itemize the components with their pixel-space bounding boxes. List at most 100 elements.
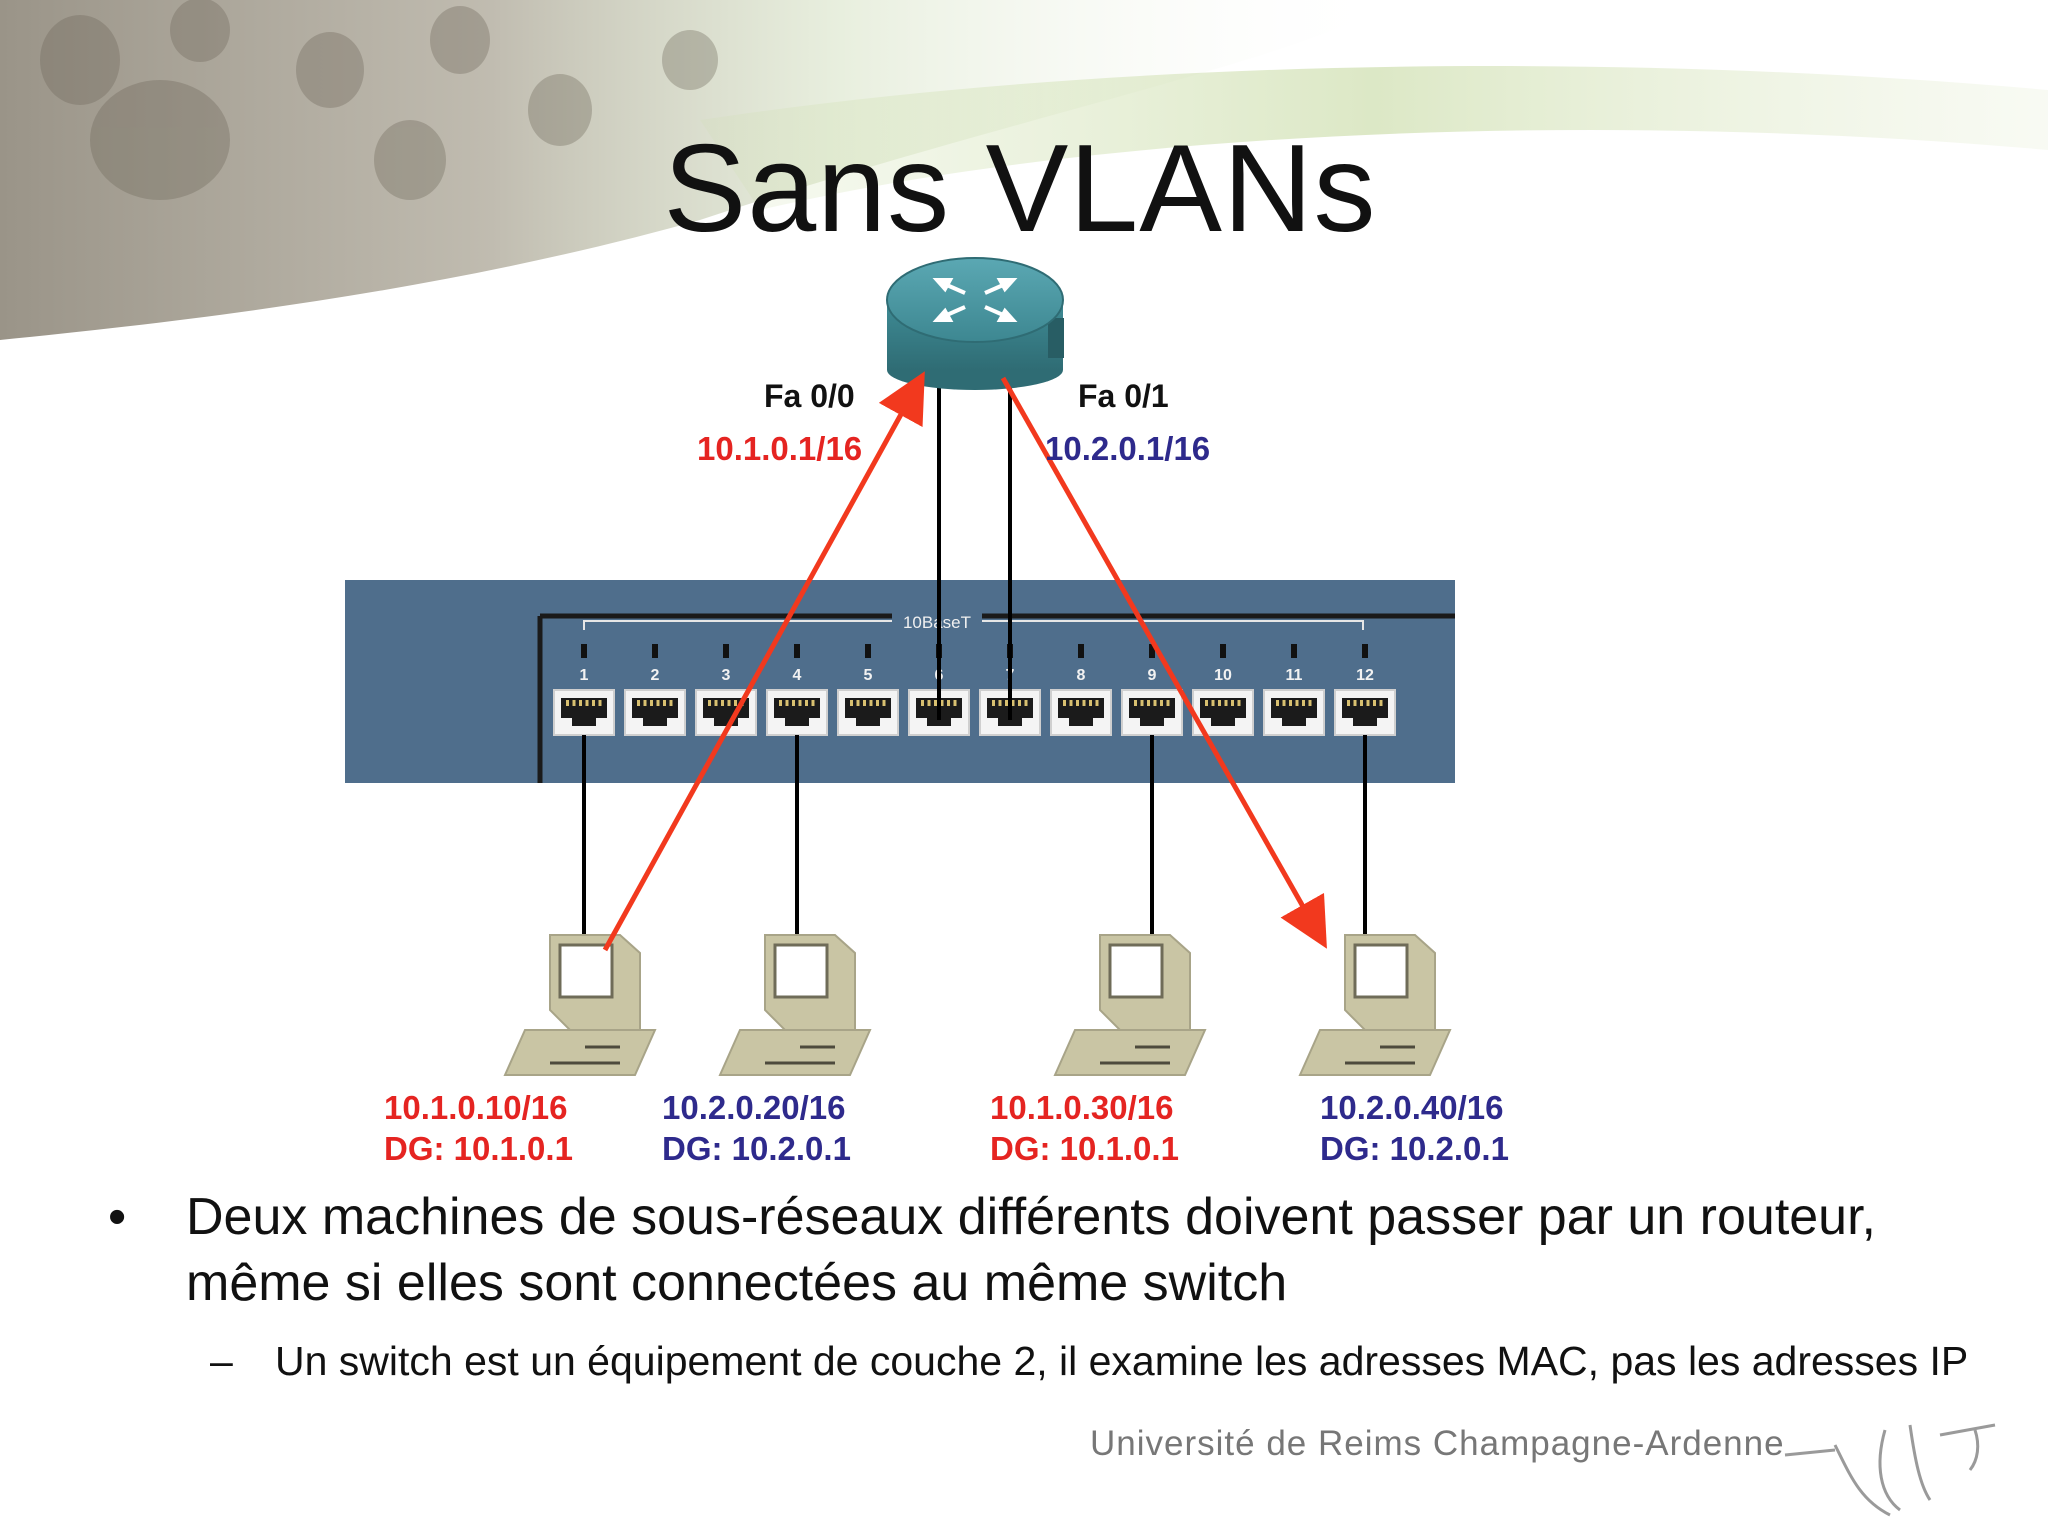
port-pin — [1005, 700, 1008, 706]
switch-port-9[interactable]: 9 — [1121, 644, 1183, 736]
router-top — [886, 257, 1064, 343]
university-logo — [1784, 1423, 1996, 1517]
port-pin — [1289, 700, 1292, 706]
sub-bullet-marker: – — [210, 1338, 233, 1384]
port-pin — [650, 700, 653, 706]
port-number: 8 — [1077, 667, 1086, 684]
port-pin — [876, 700, 879, 706]
port-pin — [637, 700, 640, 706]
router-port-fa01-name: Fa 0/1 — [1078, 378, 1169, 414]
port-pin — [643, 700, 647, 706]
host-3-gateway: DG: 10.1.0.1 — [990, 1130, 1179, 1167]
port-pin — [572, 700, 576, 706]
router-port-fa01-ip: 10.2.0.1/16 — [1045, 430, 1211, 467]
port-pin — [811, 700, 815, 706]
port-led — [1362, 644, 1368, 658]
port-led — [723, 644, 729, 658]
switch-port-4[interactable]: 4 — [766, 644, 828, 736]
port-pin — [1276, 700, 1279, 706]
port-pin — [656, 700, 660, 706]
bullet-text: Deux machines de sous-réseaux différents… — [186, 1188, 1876, 1312]
port-pin — [566, 700, 569, 706]
port-pin — [1089, 700, 1092, 706]
host-2-gateway: DG: 10.2.0.1 — [662, 1130, 851, 1167]
header-photo-background — [0, 0, 2048, 340]
port-number: 3 — [722, 667, 731, 684]
port-led — [581, 644, 587, 658]
port-pin — [1373, 700, 1376, 706]
port-pin — [1302, 700, 1305, 706]
port-number: 10 — [1214, 667, 1232, 684]
port-pin — [869, 700, 873, 706]
port-number: 11 — [1286, 667, 1303, 684]
port-pin — [882, 700, 886, 706]
host-1-computer-icon[interactable] — [503, 934, 657, 1076]
router[interactable] — [886, 257, 1064, 390]
port-pin — [1379, 700, 1383, 706]
host-3-label: 10.1.0.30/16 DG: 10.1.0.1 — [990, 1087, 1179, 1169]
routing-path — [602, 371, 1327, 952]
port-led — [794, 644, 800, 658]
pc-base — [503, 1029, 657, 1076]
host-4-ip: 10.2.0.40/16 — [1320, 1089, 1504, 1126]
pc-base — [718, 1029, 872, 1076]
port-pin — [805, 700, 808, 706]
port-pin — [1018, 700, 1021, 706]
port-pin — [998, 700, 1002, 706]
router-arrows-icon — [932, 278, 1018, 322]
host-4-label: 10.2.0.40/16 DG: 10.2.0.1 — [1320, 1087, 1509, 1169]
bullet-list: • Deux machines de sous-réseaux différen… — [100, 1184, 1980, 1390]
switch-port-12[interactable]: 12 — [1334, 644, 1396, 736]
switch-port-5[interactable]: 5 — [837, 644, 899, 736]
pc-base — [1298, 1029, 1452, 1076]
port-pin — [1295, 700, 1299, 706]
bullet-item: • Deux machines de sous-réseaux différen… — [100, 1184, 1980, 1316]
switch-port-11[interactable]: 11 — [1263, 644, 1325, 736]
host-2-ip: 10.2.0.20/16 — [662, 1089, 846, 1126]
switch-port-1[interactable]: 1 — [553, 644, 615, 736]
university-name: Université de Reims Champagne-Ardenne — [1090, 1424, 1785, 1463]
port-pin — [863, 700, 866, 706]
host-4-computer-icon[interactable] — [1298, 934, 1452, 1076]
port-pin — [1366, 700, 1370, 706]
port-pin — [1211, 700, 1215, 706]
port-number: 9 — [1148, 667, 1157, 684]
host-3-computer-icon[interactable] — [1053, 934, 1207, 1076]
bullet-marker: • — [108, 1188, 127, 1246]
switch-port-2[interactable]: 2 — [624, 644, 686, 736]
port-pin — [779, 700, 782, 706]
port-number: 1 — [580, 667, 589, 684]
port-pin — [1011, 700, 1015, 706]
port-pin — [792, 700, 795, 706]
pc-screen — [558, 943, 614, 999]
port-pin — [708, 700, 711, 706]
port-pin — [1308, 700, 1312, 706]
port-pin — [598, 700, 602, 706]
port-pin — [592, 700, 595, 706]
router-port-fa00-ip: 10.1.0.1/16 — [697, 430, 863, 467]
port-pin — [727, 700, 731, 706]
port-pin — [1353, 700, 1357, 706]
port-led — [865, 644, 871, 658]
switch-port-8[interactable]: 8 — [1050, 644, 1112, 736]
sub-bullet-text: Un switch est un équipement de couche 2,… — [275, 1338, 1969, 1384]
port-pin — [927, 700, 931, 706]
port-led — [1078, 644, 1084, 658]
port-pin — [921, 700, 924, 706]
port-pin — [579, 700, 582, 706]
port-pin — [785, 700, 789, 706]
port-led — [1149, 644, 1155, 658]
router-port-notch — [1048, 318, 1064, 358]
port-pin — [1076, 700, 1079, 706]
path-host1-to-router-arrow — [602, 371, 925, 952]
host-2-computer-icon[interactable] — [718, 934, 872, 1076]
port-pin — [1231, 700, 1234, 706]
switch[interactable]: 10BaseT 123456789101112 — [345, 580, 1455, 783]
port-pin — [585, 700, 589, 706]
port-pin — [1347, 700, 1350, 706]
pc-screen — [1353, 943, 1409, 999]
port-pin — [669, 700, 673, 706]
port-pin — [1063, 700, 1066, 706]
port-pin — [1360, 700, 1363, 706]
